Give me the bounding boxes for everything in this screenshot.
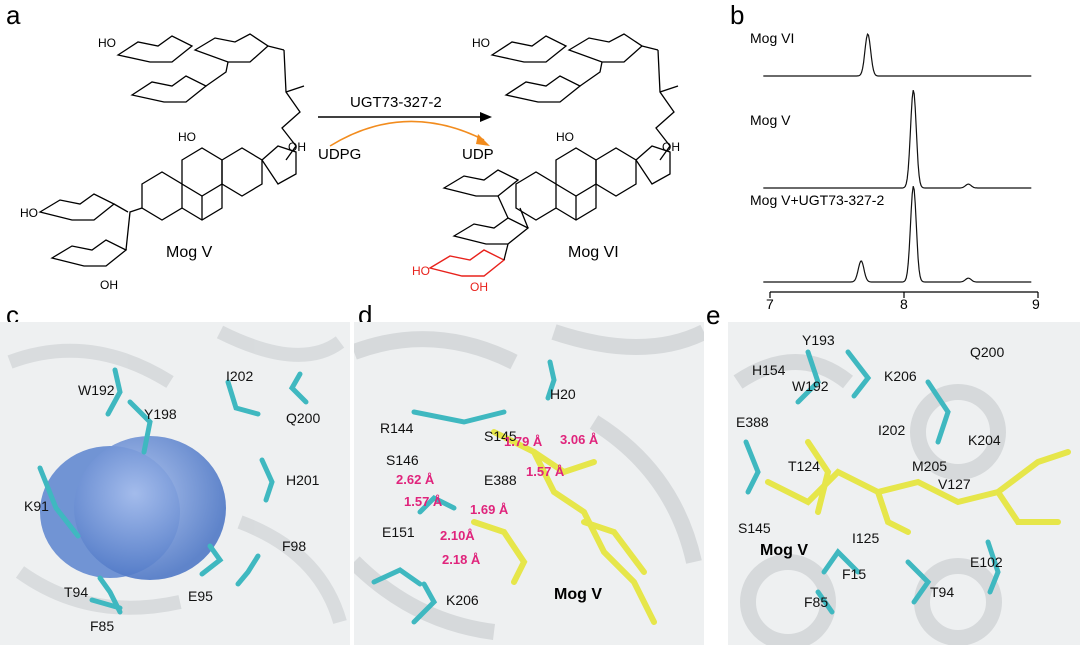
residue-label: T94 (64, 584, 89, 600)
panel-d-structure: S145 H20 R144 S146 E388 E151 K206 1.79 Å… (354, 322, 704, 645)
donor-label: UDPG (318, 146, 362, 163)
trace-0 (763, 33, 1032, 77)
series-label-mog-vi: Mog VI (750, 30, 795, 46)
distance-label: 1.57 Å (526, 464, 565, 479)
series-label-mog-v: Mog V (750, 112, 791, 128)
reaction-scheme (38, 33, 679, 277)
distance-label: 2.10Å (440, 528, 475, 543)
ligand-label: Mog V (760, 542, 808, 559)
panel-label-a: a (6, 0, 21, 30)
x-tick-7: 7 (766, 296, 774, 312)
residue-label: V127 (938, 476, 971, 492)
distance-label: 1.79 Å (504, 434, 543, 449)
residue-label: I202 (226, 368, 254, 384)
residue-label: Y198 (144, 406, 177, 422)
oh-label-red: HO (412, 264, 430, 278)
panel-c-structure: W192 I202 Y198 Q200 H201 K91 F98 T94 E95… (0, 322, 350, 645)
residue-label: S145 (484, 428, 517, 444)
trace-2 (763, 186, 1032, 283)
residue-label: I125 (852, 530, 880, 546)
substrate-name: Mog V (166, 244, 213, 261)
residue-label: I202 (878, 422, 906, 438)
residue-label: E388 (736, 414, 769, 430)
oh-label-red: OH (470, 280, 488, 294)
residue-label: W192 (78, 382, 115, 398)
x-tick-9: 9 (1032, 296, 1040, 312)
chromatogram-chart (763, 33, 1039, 298)
residue-label: M205 (912, 458, 948, 474)
oh-label: HO (556, 130, 574, 144)
distance-label: 2.18 Å (442, 552, 481, 567)
residue-label: Q200 (286, 410, 321, 426)
residue-label: F15 (842, 566, 867, 582)
residue-label: Q200 (970, 344, 1005, 360)
residue-label: F85 (804, 594, 829, 610)
residue-label: K206 (884, 368, 917, 384)
oh-label: OH (662, 140, 680, 154)
oh-label: OH (288, 140, 306, 154)
residue-label: W192 (792, 378, 829, 394)
panel-label-e: e (706, 300, 721, 330)
residue-label: H201 (286, 472, 320, 488)
oh-label: HO (20, 206, 38, 220)
residue-label: S146 (386, 452, 419, 468)
distance-label: 1.69 Å (470, 502, 509, 517)
oh-label: HO (472, 36, 490, 50)
product-name: Mog VI (568, 244, 619, 261)
residue-label: R144 (380, 420, 414, 436)
distance-label: 1.57 Å (404, 494, 443, 509)
oh-label: OH (100, 278, 118, 292)
residue-label: E95 (188, 588, 213, 604)
residue-label: F98 (282, 538, 307, 554)
panel-label-b: b (730, 0, 745, 30)
oh-label: HO (98, 36, 116, 50)
residue-label: H20 (550, 386, 576, 402)
distance-label: 3.06 Å (560, 432, 599, 447)
enzyme-label: UGT73-327-2 (350, 94, 442, 111)
x-tick-8: 8 (900, 296, 908, 312)
panel-e-structure: Y193 Q200 H154 W192 K206 E388 I202 K204 … (728, 322, 1080, 645)
residue-label: T94 (930, 584, 955, 600)
residue-label: E388 (484, 472, 517, 488)
residue-label: K206 (446, 592, 479, 608)
residue-label: E151 (382, 524, 415, 540)
oh-label: HO (178, 130, 196, 144)
byproduct-label: UDP (462, 146, 494, 163)
residue-label: K204 (968, 432, 1001, 448)
residue-label: F85 (90, 618, 115, 634)
residue-label: H154 (752, 362, 786, 378)
distance-label: 2.62 Å (396, 472, 435, 487)
residue-label: Y193 (802, 332, 835, 348)
residue-label: E102 (970, 554, 1003, 570)
ligand-label: Mog V (554, 586, 602, 603)
residue-label: T124 (788, 458, 820, 474)
residue-label: K91 (24, 498, 49, 514)
series-label-mog-v-enzyme: Mog V+UGT73-327-2 (750, 192, 885, 208)
residue-label: S145 (738, 520, 771, 536)
trace-1 (763, 90, 1032, 189)
